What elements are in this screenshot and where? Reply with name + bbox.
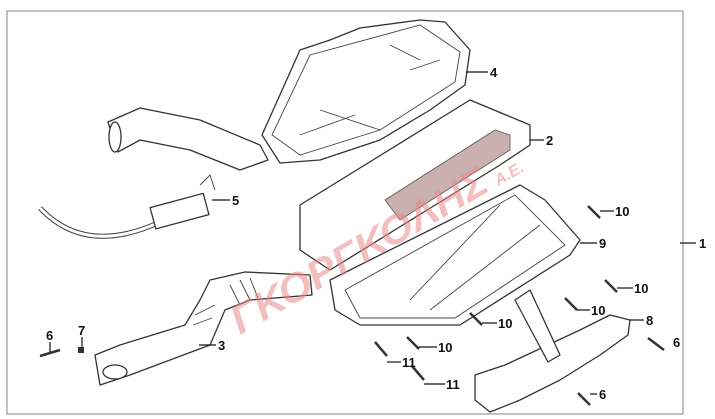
screw-11b[interactable] [411,365,425,381]
callout-4[interactable]: 4 [490,65,498,80]
callout-6[interactable]: 6 [46,328,53,343]
screw-10a[interactable] [587,205,601,219]
part-2-filter-element[interactable] [299,99,531,271]
callout-8[interactable]: 8 [646,313,653,328]
part-8-bracket[interactable] [474,289,631,413]
callout-7[interactable]: 7 [78,323,85,338]
callout-3[interactable]: 3 [218,338,225,353]
part-5-breather-hose[interactable] [38,174,216,239]
callout-2[interactable]: 2 [546,133,553,148]
diagram-frame [6,10,684,415]
callout-1[interactable]: 1 [699,236,706,251]
callout-11[interactable]: 11 [446,377,460,392]
callout-10[interactable]: 10 [438,340,452,355]
screw-10d[interactable] [469,312,483,326]
screw-6b[interactable] [39,348,61,358]
leader-lines [49,71,696,395]
callout-6[interactable]: 6 [599,387,606,402]
callout-5[interactable]: 5 [232,193,239,208]
screw-6c[interactable] [577,392,591,406]
part-3-intake-snorkel[interactable] [94,271,313,386]
callout-10[interactable]: 10 [498,316,512,331]
callout-10[interactable]: 10 [591,303,605,318]
callout-10[interactable]: 10 [615,204,629,219]
callout-labels: 4 2 5 10 9 1 10 10 8 10 6 3 6 7 10 11 11… [46,65,706,402]
part-4-intake-duct[interactable] [107,107,269,171]
part-9-filter-cover[interactable] [329,184,581,326]
screw-10e[interactable] [406,336,420,350]
callout-9[interactable]: 9 [599,236,606,251]
screw-6a[interactable] [647,337,665,351]
screw-11a[interactable] [374,341,388,357]
callout-6[interactable]: 6 [673,335,680,350]
screw-10c[interactable] [564,297,578,311]
callout-10[interactable]: 10 [634,281,648,296]
part-4-air-box-housing[interactable] [261,19,471,164]
screws [39,205,665,406]
callout-11[interactable]: 11 [402,355,416,370]
screw-10b[interactable] [604,279,618,293]
